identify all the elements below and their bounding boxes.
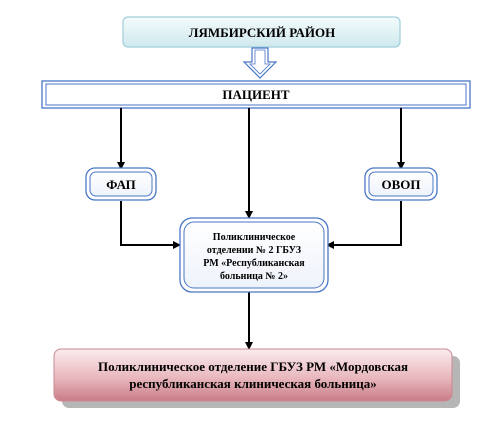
hollow-arrow-inner [249, 49, 271, 75]
fap-label: ФАП [106, 177, 136, 192]
connectors [117, 108, 405, 350]
ovop-inner-border [368, 171, 434, 197]
clinic-inner-border [183, 221, 325, 289]
patient-label: ПАЦИЕНТ [222, 87, 290, 102]
patient-inner-border [45, 83, 467, 106]
fap-to-clinic-arrow [120, 201, 181, 249]
clinic-node: Поликлиническое отделении № 2 ГБУЗ РМ «Р… [179, 217, 329, 293]
district-label: ЛЯМБИРСКИЙ РАЙОН [189, 25, 335, 40]
ovop-node: ОВОП [364, 167, 438, 201]
clinic-line-1: Поликлиническое [213, 232, 296, 243]
clinic-line-3: РМ «Республиканская [203, 258, 305, 269]
hospital-line-2: республиканская клиническая больница» [129, 376, 377, 391]
hospital-box [53, 348, 453, 402]
district-box [122, 16, 401, 48]
ovop-label: ОВОП [381, 177, 420, 192]
fap-node: ФАП [85, 167, 157, 201]
clinic-line-4: больница № 2» [220, 271, 288, 282]
hollow-down-arrow [242, 47, 278, 79]
ovop-to-clinic-arrow [326, 201, 402, 249]
patient-node: ПАЦИЕНТ [41, 80, 471, 109]
hospital-node: Поликлиническое отделение ГБУЗ РМ «Мордо… [53, 348, 460, 408]
clinic-line-2: отделении № 2 ГБУЗ [207, 245, 301, 256]
district-node: ЛЯМБИРСКИЙ РАЙОН [122, 16, 401, 48]
fap-inner-border [89, 171, 153, 197]
hospital-line-1: Поликлиническое отделение ГБУЗ РМ «Мордо… [98, 359, 408, 374]
